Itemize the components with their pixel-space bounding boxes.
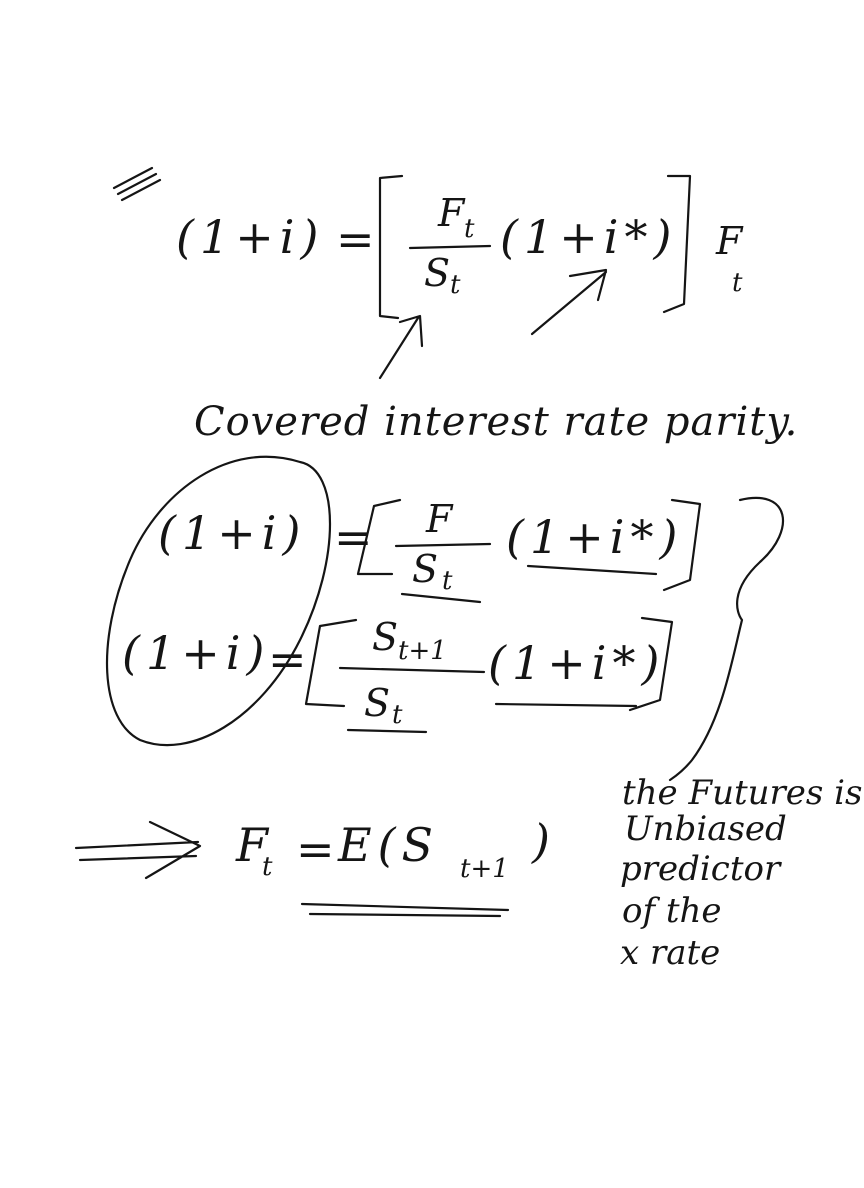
eq3-lhs: (1+i) bbox=[122, 626, 271, 680]
eq1-numerator: F bbox=[438, 191, 465, 235]
eq2-left-bracket bbox=[356, 498, 402, 576]
implies-arrow bbox=[74, 820, 202, 880]
eq4-expectation: E(S bbox=[338, 818, 440, 872]
covered-interest-rate-parity-label: Covered interest rate parity. bbox=[194, 399, 799, 445]
eq3-numerator: S bbox=[372, 615, 399, 659]
eq3-factor-underline bbox=[494, 702, 638, 708]
eq3-factor: (1+i*) bbox=[488, 636, 666, 690]
lhs-ellipse bbox=[105, 455, 331, 747]
eq2-denominator: S bbox=[412, 547, 439, 591]
eq2-fraction-line bbox=[394, 542, 492, 548]
eq2-equals: = bbox=[334, 510, 379, 564]
tick-marks bbox=[112, 166, 162, 202]
eq2-lhs: (1+i) bbox=[158, 506, 307, 560]
eq2-right-bracket bbox=[662, 498, 702, 592]
eq3-fraction-line bbox=[338, 666, 486, 674]
eq1-lhs: (1+i) bbox=[176, 210, 325, 264]
eq2-factor-underline bbox=[526, 564, 658, 576]
eq3-denominator-underline bbox=[346, 728, 428, 734]
eq2-denominator-sub: t bbox=[442, 566, 453, 596]
eq1-side-note-sub: t bbox=[732, 268, 743, 298]
eq1-fraction-line bbox=[408, 244, 492, 250]
note-line-1: the Futures is bbox=[622, 773, 863, 813]
note-line-2: Unbiased bbox=[624, 809, 787, 849]
eq4-lhs-sub: t bbox=[262, 852, 273, 882]
result-underline bbox=[300, 902, 510, 918]
eq2-numerator: F bbox=[426, 497, 453, 541]
note-line-5: x rate bbox=[620, 933, 721, 973]
eq1-side-note: F bbox=[716, 219, 743, 263]
eq1-factor: (1+i*) bbox=[500, 210, 678, 264]
note-line-4: of the bbox=[622, 891, 722, 931]
eq3-equals: = bbox=[268, 632, 313, 686]
eq4-close-paren: ) bbox=[532, 814, 556, 868]
eq4-equals: = bbox=[296, 822, 341, 876]
eq4-expectation-sub: t+1 bbox=[460, 854, 509, 884]
eq1-denominator-sub: t bbox=[450, 270, 461, 300]
eq1-left-bracket bbox=[378, 174, 404, 320]
arrow-to-fraction bbox=[378, 314, 424, 380]
eq3-denominator-sub: t bbox=[392, 700, 403, 730]
eq3-right-bracket bbox=[628, 616, 674, 712]
note-line-3: predictor bbox=[620, 849, 781, 889]
arrow-to-foreign-rate bbox=[530, 268, 608, 336]
eq3-left-bracket bbox=[304, 618, 358, 708]
eq2-denominator-underline bbox=[400, 592, 482, 604]
eq1-equals: = bbox=[336, 212, 381, 266]
eq1-right-bracket bbox=[662, 174, 692, 314]
curly-brace bbox=[668, 496, 785, 782]
eq1-denominator: S bbox=[424, 251, 451, 295]
eq1-numerator-sub: t bbox=[464, 214, 475, 244]
eq3-denominator: S bbox=[364, 681, 391, 725]
eq3-numerator-sub: t+1 bbox=[398, 636, 447, 666]
eq4-lhs: F bbox=[236, 818, 274, 872]
eq2-factor: (1+i*) bbox=[506, 510, 684, 564]
